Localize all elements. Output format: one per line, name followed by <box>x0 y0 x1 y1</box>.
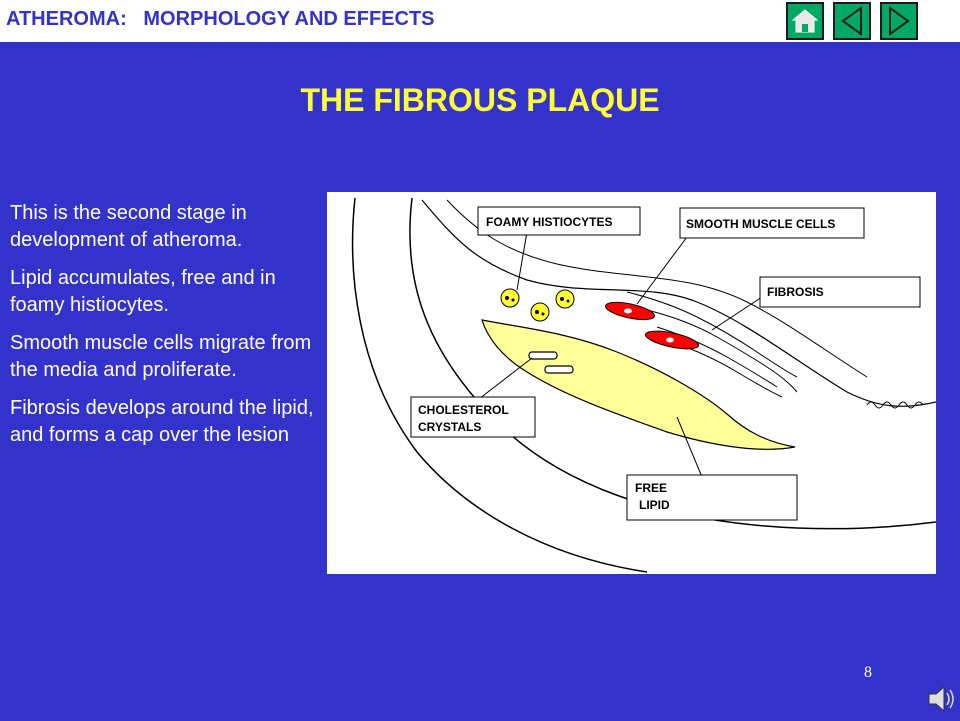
next-button[interactable] <box>880 2 918 40</box>
previous-button[interactable] <box>833 2 871 40</box>
previous-arrow-icon <box>841 6 862 36</box>
foamy-histiocytes-box <box>477 206 641 236</box>
smooth-muscle-cells-label: SMOOTH MUSCLE CELLS <box>686 217 835 231</box>
fibrosis-box <box>759 276 921 308</box>
fibrosis-line-1 <box>626 291 798 378</box>
page-number: 8 <box>864 664 872 681</box>
paragraph-smooth-muscle: Smooth muscle cells migrate from the med… <box>10 332 312 381</box>
body-text: This is the second stage in development … <box>10 200 322 460</box>
home-button[interactable] <box>786 2 824 40</box>
outer-wall-line <box>351 197 648 573</box>
intima-line <box>421 199 937 407</box>
speaker-icon[interactable] <box>926 682 956 721</box>
cholesterol-crystal-2 <box>544 365 574 374</box>
fibrosis-line-2 <box>646 309 798 393</box>
fibrosis-label: FIBROSIS <box>767 285 824 299</box>
free-lipid-label-line2: LIPID <box>639 498 670 512</box>
foamy-histiocyte-1 <box>500 288 520 308</box>
cholesterol-label-line2: CRYSTALS <box>418 420 481 434</box>
header-bar: ATHEROMA: MORPHOLOGY AND EFFECTS <box>0 0 960 42</box>
free-lipid-pool <box>481 319 796 450</box>
free-lipid-label-line1: FREE <box>635 481 667 495</box>
paragraph-stage: This is the second stage in development … <box>10 202 247 251</box>
home-icon <box>791 9 819 33</box>
diagram-canvas: FOAMY HISTIOCYTES SMOOTH MUSCLE CELLS FI… <box>351 197 937 573</box>
next-arrow-icon <box>889 6 910 36</box>
intima-line-2 <box>446 199 868 378</box>
adventitia-wave <box>866 401 924 409</box>
foamy-histiocyte-3 <box>555 289 575 309</box>
paragraph-fibrosis: Fibrosis develops around the lipid, and … <box>10 397 314 446</box>
free-lipid-box <box>626 474 798 521</box>
lumen-wall-line <box>409 197 937 530</box>
cholesterol-crystal-1 <box>528 351 558 360</box>
slide-title: THE FIBROUS PLAQUE <box>300 82 660 118</box>
paragraph-lipid: Lipid accumulates, free and in foamy his… <box>10 267 276 316</box>
smooth-muscle-cells-box <box>679 207 865 239</box>
foamy-histiocytes-label: FOAMY HISTIOCYTES <box>486 215 612 229</box>
cholesterol-label-line1: CHOLESTEROL <box>418 403 509 417</box>
fibrous-plaque-diagram: FOAMY HISTIOCYTES SMOOTH MUSCLE CELLS FI… <box>327 192 937 574</box>
cholesterol-crystals-box <box>410 396 536 438</box>
header-title: ATHEROMA: MORPHOLOGY AND EFFECTS <box>6 8 435 30</box>
foamy-histiocyte-2 <box>530 302 550 322</box>
